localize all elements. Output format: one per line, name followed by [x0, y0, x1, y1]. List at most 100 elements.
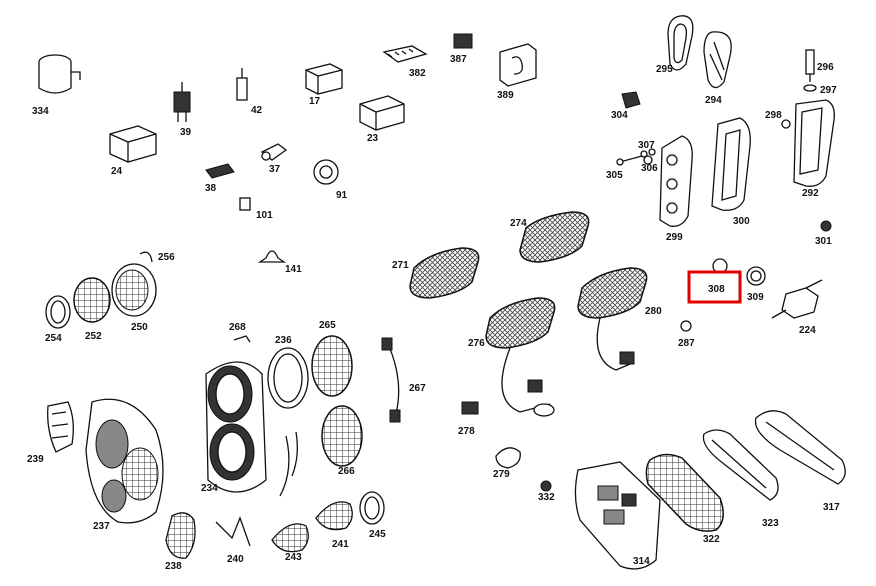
part-38-terminal[interactable]: [205, 163, 235, 179]
label-322: 322: [703, 534, 720, 545]
label-296: 296: [817, 62, 834, 73]
label-389: 389: [497, 90, 514, 101]
label-268: 268: [229, 322, 246, 333]
label-243: 243: [285, 552, 302, 563]
part-265-fog-lamp[interactable]: [311, 335, 353, 397]
part-239-cover[interactable]: [47, 401, 74, 453]
part-24-relay-box[interactable]: [109, 125, 157, 163]
label-279: 279: [493, 469, 510, 480]
label-236: 236: [275, 335, 292, 346]
label-271: 271: [392, 260, 409, 271]
part-39-switch[interactable]: [173, 82, 191, 122]
part-297-washer[interactable]: [803, 84, 817, 92]
label-382: 382: [409, 68, 426, 79]
part-278-switch[interactable]: [461, 401, 479, 415]
part-296-fuse[interactable]: [805, 49, 815, 82]
label-299: 299: [666, 232, 683, 243]
part-274-grille[interactable]: [519, 211, 590, 263]
label-297: 297: [820, 85, 837, 96]
label-274: 274: [510, 218, 527, 229]
part-267-harness[interactable]: [381, 337, 401, 423]
part-317-gasket-frame[interactable]: [754, 410, 846, 485]
part-301-nut[interactable]: [820, 220, 832, 232]
part-224-socket[interactable]: [771, 279, 823, 319]
part-304-socket[interactable]: [621, 91, 641, 109]
label-265: 265: [319, 320, 336, 331]
label-238: 238: [165, 561, 182, 572]
part-252-lens[interactable]: [73, 277, 111, 323]
part-306-washer[interactable]: [643, 155, 653, 165]
part-280-grille[interactable]: [577, 267, 648, 371]
part-382-terminal-strip[interactable]: [382, 45, 428, 63]
part-42-sensor[interactable]: [236, 68, 248, 101]
part-309-cap[interactable]: [746, 266, 766, 286]
label-91: 91: [336, 190, 348, 201]
part-243-lamp[interactable]: [271, 523, 309, 553]
label-252: 252: [85, 331, 102, 342]
part-91-bulb-socket[interactable]: [313, 159, 339, 185]
part-305-screw[interactable]: [616, 155, 643, 166]
label-306: 306: [641, 163, 658, 174]
part-256-wire[interactable]: [139, 251, 153, 263]
label-254: 254: [45, 333, 62, 344]
part-23-relay-box[interactable]: [359, 95, 405, 131]
part-238-lens[interactable]: [165, 512, 196, 559]
part-234-headlamp-housing[interactable]: [205, 361, 298, 497]
part-17-connector[interactable]: [305, 63, 343, 95]
label-298: 298: [765, 110, 782, 121]
part-299-tail-base[interactable]: [659, 135, 693, 227]
part-254-ring[interactable]: [45, 295, 71, 329]
label-23: 23: [367, 133, 379, 144]
part-323-gasket[interactable]: [702, 429, 779, 501]
label-307: 307: [638, 140, 655, 151]
part-322-tail-lens[interactable]: [645, 453, 724, 532]
label-250: 250: [131, 322, 148, 333]
part-332-nut[interactable]: [540, 480, 552, 492]
highlight-box-308: [687, 270, 742, 304]
label-39: 39: [180, 127, 192, 138]
part-287-grommet[interactable]: [680, 320, 692, 332]
part-266-fog-lamp[interactable]: [321, 405, 363, 467]
part-292-housing[interactable]: [793, 99, 835, 187]
label-241: 241: [332, 539, 349, 550]
label-42: 42: [251, 105, 263, 116]
part-314-tail-lamp-housing[interactable]: [574, 461, 661, 570]
part-300-tail-lens[interactable]: [711, 117, 751, 211]
part-334-relay[interactable]: [38, 54, 81, 94]
label-240: 240: [227, 554, 244, 565]
part-279-grommet[interactable]: [495, 447, 521, 469]
label-24: 24: [111, 166, 123, 177]
part-294-lens[interactable]: [703, 31, 732, 89]
label-280: 280: [645, 306, 662, 317]
part-298-bulb[interactable]: [781, 119, 791, 129]
part-37-clip[interactable]: [260, 143, 288, 161]
part-101-clip[interactable]: [239, 197, 251, 211]
part-241-lamp[interactable]: [315, 501, 353, 531]
part-307-washer[interactable]: [640, 148, 656, 158]
part-236-trim-ring[interactable]: [267, 347, 309, 409]
label-266: 266: [338, 466, 355, 477]
part-389-bracket[interactable]: [499, 43, 537, 87]
part-250-headlamp[interactable]: [111, 263, 157, 317]
label-295: 295: [656, 64, 673, 75]
part-237-headlamp-bezel[interactable]: [85, 398, 164, 524]
label-309: 309: [747, 292, 764, 303]
label-300: 300: [733, 216, 750, 227]
part-245-ring[interactable]: [359, 491, 385, 525]
part-271-grille[interactable]: [409, 247, 480, 299]
part-268-clip[interactable]: [233, 335, 251, 343]
part-141-bracket[interactable]: [257, 250, 287, 263]
label-267: 267: [409, 383, 426, 394]
part-240-wire-clip[interactable]: [215, 516, 251, 547]
part-276-grille[interactable]: [485, 297, 556, 417]
label-304: 304: [611, 110, 628, 121]
label-38: 38: [205, 183, 217, 194]
part-295-lens-gasket[interactable]: [667, 15, 694, 71]
part-387-plug[interactable]: [453, 33, 473, 49]
label-387: 387: [450, 54, 467, 65]
label-256: 256: [158, 252, 175, 263]
label-245: 245: [369, 529, 386, 540]
label-287: 287: [678, 338, 695, 349]
